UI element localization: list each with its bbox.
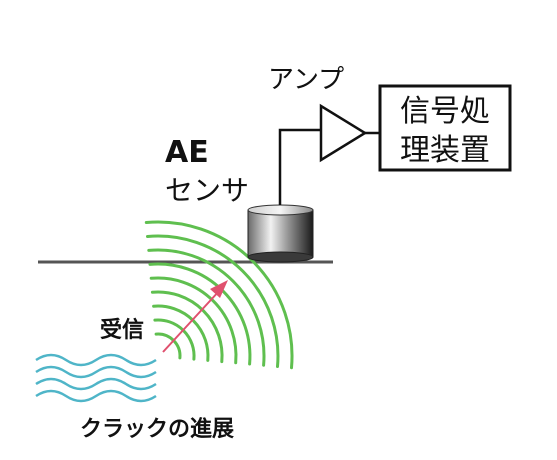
- wave-arc: [149, 276, 238, 365]
- receive-label: 受信: [100, 317, 144, 343]
- wave-arc: [144, 220, 294, 370]
- wave-arc: [147, 248, 266, 367]
- wave-arc: [152, 304, 210, 362]
- amp-label: アンプ: [268, 65, 344, 95]
- sensor-label-name: センサ: [165, 174, 249, 207]
- wave-arc: [146, 234, 280, 368]
- signal-wire: [278, 128, 321, 205]
- signal-processor-box: [378, 84, 512, 172]
- amplifier-triangle-icon: [319, 103, 368, 163]
- processor-label-line1: 信号処: [400, 94, 490, 129]
- sensor-label-ae: AE: [165, 135, 209, 170]
- processor-label-line2: 理装置: [400, 133, 490, 168]
- crack-wave-lines: [35, 353, 157, 403]
- sensor-cylinder-icon: [247, 204, 314, 263]
- crack-propagation-label: クラックの進展: [80, 417, 234, 442]
- wave-arc: [150, 290, 224, 364]
- propagation-arrow-icon: [162, 280, 228, 353]
